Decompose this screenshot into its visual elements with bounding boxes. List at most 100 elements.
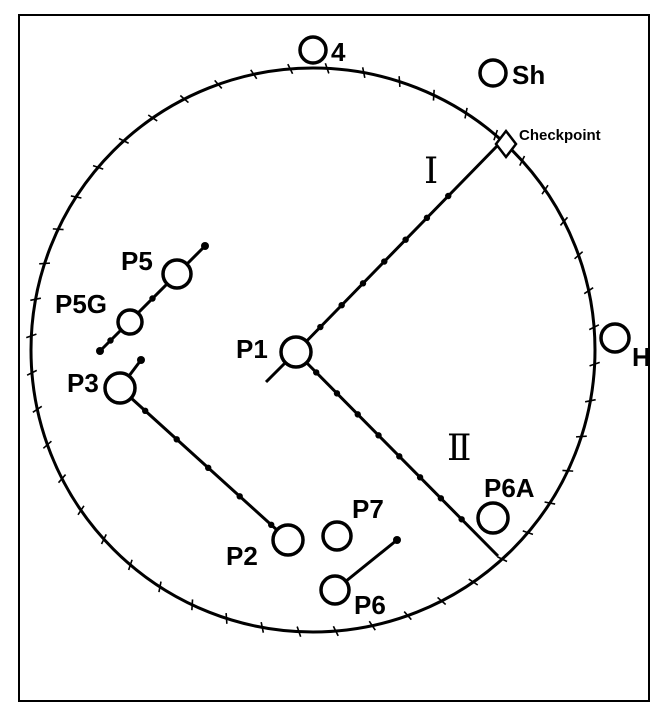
- diagram-frame: [18, 14, 650, 702]
- boundary-tick: [496, 556, 508, 563]
- boundary-tick: [100, 533, 107, 545]
- boundary-tick: [589, 361, 601, 367]
- p5g-end-dot: [96, 347, 104, 355]
- track-dot: [268, 521, 275, 528]
- track-dot: [423, 214, 431, 222]
- track-dot: [381, 258, 388, 265]
- boundary-tick: [588, 324, 600, 331]
- boundary-tick: [52, 228, 64, 231]
- boundary-tick: [32, 405, 43, 413]
- boundary-tick: [493, 129, 499, 141]
- boundary-tick: [26, 369, 38, 376]
- label-p5g: P5G: [55, 289, 107, 319]
- track-dot: [354, 411, 361, 418]
- node-p6: [319, 574, 351, 606]
- track-dot: [205, 464, 212, 471]
- boundary-tick: [92, 164, 104, 170]
- p6-end-dot: [393, 536, 401, 544]
- label-p3: P3: [67, 368, 99, 398]
- track-dot: [317, 323, 324, 331]
- boundary-tick: [519, 155, 526, 167]
- boundary-tick: [544, 501, 556, 505]
- boundary-circle: [29, 66, 597, 634]
- node-p5: [161, 258, 193, 290]
- boundary-tick: [368, 620, 376, 631]
- node-p6a: [476, 501, 510, 535]
- track-dot: [313, 369, 320, 376]
- node-h: [599, 322, 631, 354]
- boundary-tick: [559, 216, 569, 226]
- boundary-tick: [77, 505, 85, 516]
- node-p5g: [116, 308, 144, 336]
- boundary-tick: [214, 79, 223, 89]
- boundary-tick: [30, 297, 42, 302]
- label-p5: P5: [121, 246, 153, 276]
- track-dot: [142, 407, 149, 414]
- boundary-tick: [583, 287, 594, 295]
- route-1-line: [294, 142, 501, 354]
- track-dot: [396, 453, 403, 460]
- boundary-tick: [432, 89, 435, 101]
- boundary-tick: [332, 625, 339, 637]
- node-p2: [271, 523, 305, 557]
- p3-p2-line: [118, 386, 290, 542]
- boundary-tick: [575, 435, 587, 438]
- label-h: H: [632, 342, 651, 372]
- track-dot: [338, 302, 345, 309]
- boundary-tick: [464, 107, 468, 119]
- track-dot: [458, 516, 465, 523]
- node-4: [298, 35, 328, 65]
- track-dot: [236, 493, 243, 500]
- label-route-1: Ⅰ: [424, 151, 438, 191]
- track-dot: [402, 236, 409, 243]
- boundary-tick: [562, 469, 574, 472]
- route-2-line: [294, 350, 500, 558]
- boundary-tick: [25, 333, 37, 339]
- boundary-ticks: [25, 62, 601, 638]
- p3-end-dot: [137, 356, 145, 364]
- track-dot: [359, 280, 367, 287]
- boundary-tick: [541, 184, 549, 195]
- track-dot: [173, 436, 180, 443]
- track-dot: [375, 432, 382, 439]
- boundary-tick: [398, 76, 401, 88]
- boundary-tick: [147, 114, 158, 122]
- boundary-tick: [118, 137, 130, 144]
- boundary-tick: [250, 69, 258, 80]
- track-dot: [445, 192, 452, 200]
- boundary-tick: [260, 621, 265, 633]
- node-sh: [478, 58, 508, 88]
- p5-end-dot: [201, 242, 209, 250]
- label-p6: P6: [354, 590, 386, 620]
- boundary-tick: [179, 94, 189, 104]
- boundary-tick: [403, 611, 412, 621]
- boundary-tick: [127, 559, 133, 571]
- label-p6a: P6A: [484, 473, 535, 503]
- boundary-tick: [522, 530, 534, 536]
- boundary-tick: [296, 626, 302, 638]
- label-4: 4: [331, 37, 346, 67]
- label-checkpoint: Checkpoint: [519, 127, 601, 144]
- track-dot: [107, 337, 114, 344]
- node-p3: [103, 371, 137, 405]
- boundary-tick: [57, 474, 67, 484]
- boundary-tick: [361, 67, 366, 79]
- boundary-tick: [225, 612, 228, 624]
- boundary-tick: [437, 596, 447, 606]
- label-p7: P7: [352, 494, 384, 524]
- boundary-tick: [584, 398, 596, 403]
- boundary-tick: [574, 251, 584, 260]
- checkpoint-marker: [494, 128, 518, 160]
- track-dot: [416, 474, 424, 481]
- boundary-tick: [191, 599, 194, 611]
- boundary-tick: [287, 63, 294, 75]
- boundary-tick: [42, 440, 52, 449]
- boundary-tick: [468, 578, 479, 586]
- node-p1: [279, 335, 313, 369]
- label-sh: Sh: [512, 60, 545, 90]
- label-p1: P1: [236, 334, 268, 364]
- boundary-tick: [158, 581, 162, 593]
- boundary-tick: [70, 195, 82, 199]
- boundary-tick: [39, 262, 51, 265]
